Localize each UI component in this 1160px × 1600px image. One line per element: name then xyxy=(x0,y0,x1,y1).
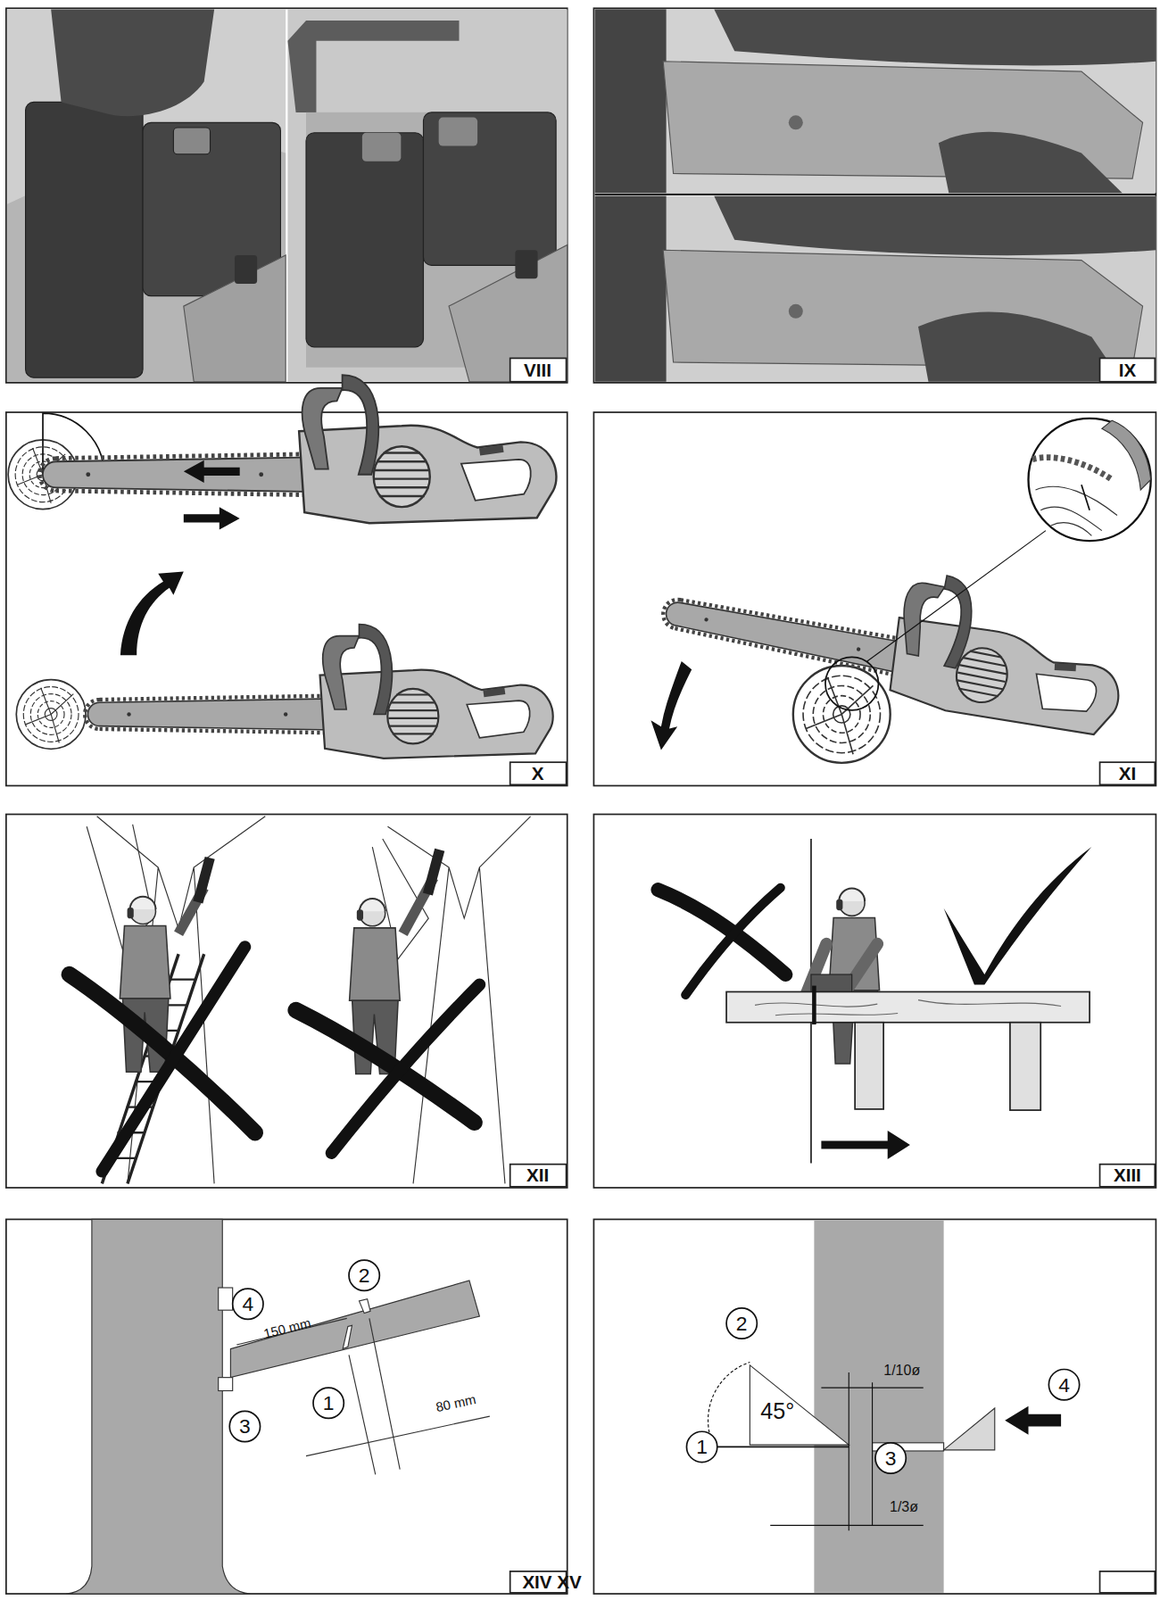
figure-number-box xyxy=(510,357,1156,1592)
panel-frame xyxy=(6,8,1157,1594)
forbidden-positions-figure xyxy=(69,816,531,1185)
cut-start-figure xyxy=(650,418,1151,763)
callout-number: 4 xyxy=(1058,1374,1070,1395)
figure-number: XI xyxy=(1118,763,1136,783)
fraction-label: 1/3ø xyxy=(889,1499,919,1515)
callout-number: 1 xyxy=(696,1436,708,1458)
dimension-label: 80 mm xyxy=(434,1392,478,1415)
felling-cut-figure xyxy=(686,1220,1079,1593)
callout-number: 2 xyxy=(358,1265,371,1286)
photo-battery-insert xyxy=(7,8,568,382)
fraction-label: 1/10ø xyxy=(883,1363,920,1378)
figure-number: XIV XV xyxy=(522,1573,581,1592)
branch-cut-figure xyxy=(66,1218,489,1594)
figure-number: VIII xyxy=(523,361,552,381)
callout-number: 3 xyxy=(239,1416,251,1437)
callout-number: 4 xyxy=(241,1293,254,1315)
figure-number: XII xyxy=(526,1166,549,1185)
kickback-zone-figure xyxy=(8,374,556,759)
photo-switch xyxy=(595,8,1157,382)
callout-number: 2 xyxy=(736,1313,748,1334)
callout-number: 3 xyxy=(885,1447,897,1468)
figure-number: X xyxy=(531,763,545,783)
standing-position-figure xyxy=(657,838,1092,1164)
figure-number: IX xyxy=(1118,361,1136,381)
callout-number: 1 xyxy=(323,1392,335,1414)
angle-label: 45° xyxy=(760,1400,795,1424)
figure-number: XIII xyxy=(1113,1166,1142,1185)
